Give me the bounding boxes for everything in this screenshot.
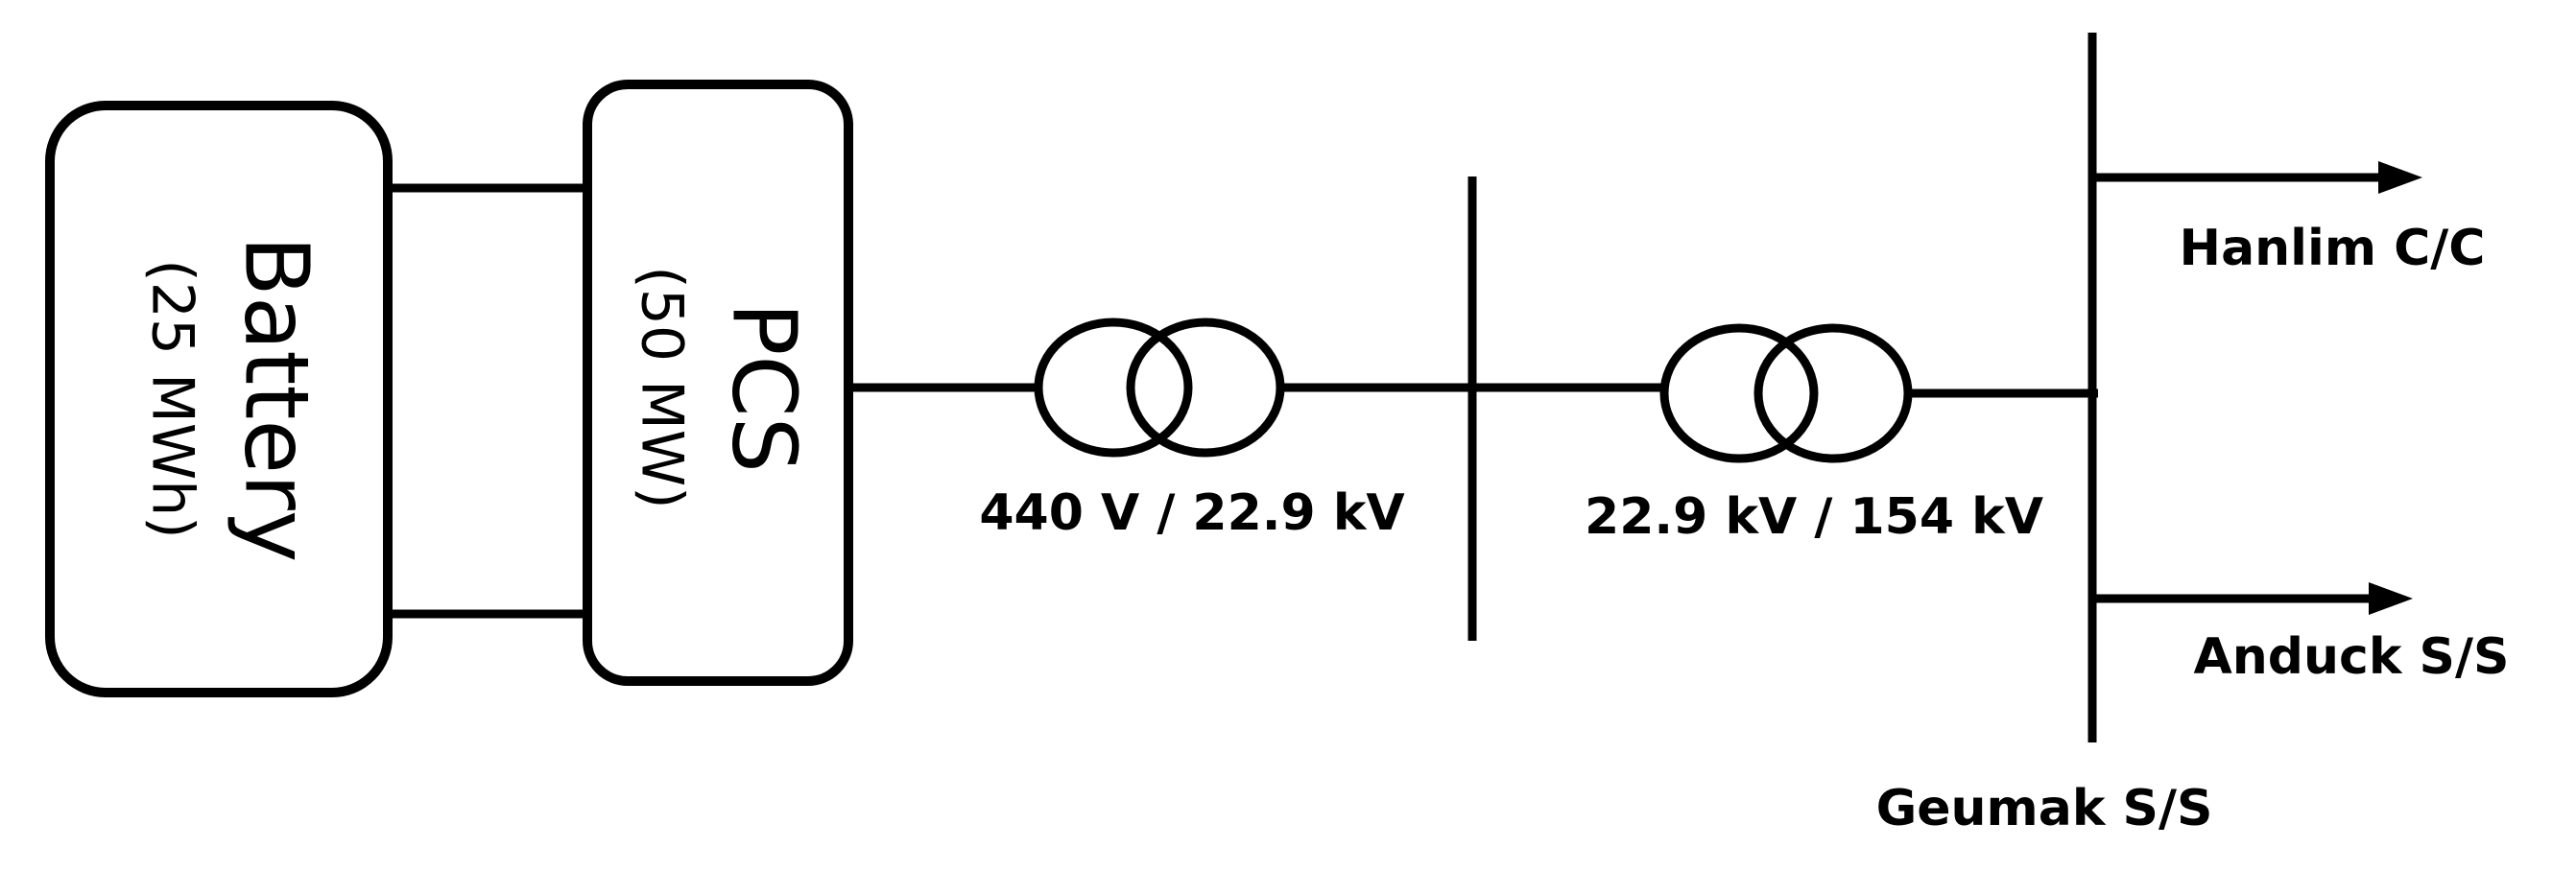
- battery-box: [45, 101, 393, 697]
- output-label: Anduck S/S: [2194, 628, 2510, 686]
- battery-rating: (25 MWh): [138, 259, 205, 538]
- transformer-1-label: 440 V / 22.9 kV: [979, 484, 1404, 542]
- transformer-2-label: 22.9 kV / 154 kV: [1585, 488, 2043, 546]
- transformer-2-icon: [1659, 323, 1913, 463]
- pcs-block: PCS (50 MW): [583, 80, 853, 686]
- arrow-right-icon: [2378, 161, 2422, 194]
- battery-name: Battery: [226, 236, 328, 563]
- pcs-box: [583, 80, 853, 686]
- output-label: Hanlim C/C: [2180, 220, 2486, 277]
- battery-block: Battery (25 MWh): [45, 101, 393, 697]
- arrow-right-icon: [2369, 582, 2413, 615]
- pcs-name: PCS: [713, 302, 816, 473]
- transformer-1-icon: [1034, 318, 1285, 458]
- pcs-rating: (50 MW): [628, 266, 695, 508]
- output-anduck: Anduck S/S: [2092, 582, 2509, 686]
- output-hanlim: Hanlim C/C: [2092, 161, 2485, 277]
- substation-label: Geumak S/S: [1876, 780, 2213, 837]
